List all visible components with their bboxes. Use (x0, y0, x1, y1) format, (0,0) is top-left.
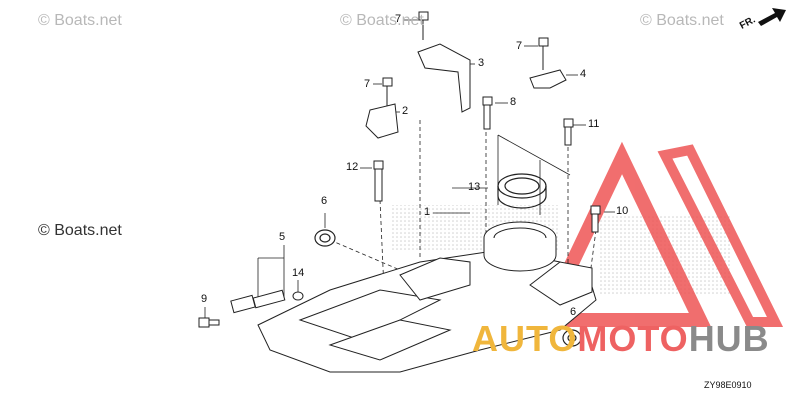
callout-11: 11 (588, 118, 600, 130)
oil-seal-13 (497, 173, 547, 209)
callout-8: 8 (510, 96, 517, 108)
brand-triangle-logo (533, 141, 784, 327)
callout-9: 9 (201, 293, 208, 305)
callout-5: 5 (279, 231, 286, 243)
watermark-text: © Boats.net (640, 12, 724, 29)
watermark-text: © Boats.net (38, 12, 122, 29)
brand-part-3: HUB (688, 318, 770, 359)
callout-3: 3 (478, 57, 485, 69)
grommet-6 (562, 329, 582, 347)
diagram-code: ZY98E0910 (704, 380, 752, 390)
watermark-text: © Boats.net (340, 12, 424, 29)
grommet-6 (314, 229, 336, 247)
watermark-text: © Boats.net (38, 222, 122, 239)
mount-plate-1 (257, 221, 597, 373)
callout-2: 2 (402, 105, 409, 117)
brand-watermark: AUTOMOTOHUB (472, 318, 770, 360)
brand-part-1: AUTO (472, 318, 578, 359)
bolts (198, 11, 601, 328)
callout-14: 14 (292, 267, 305, 279)
bracket-3 (417, 43, 471, 113)
bracket-4 (529, 69, 567, 89)
callout-6: 6 (570, 306, 577, 318)
callout-12: 12 (346, 161, 359, 173)
callout-6: 6 (321, 195, 328, 207)
callout-4: 4 (580, 68, 587, 80)
callout-7: 7 (364, 78, 371, 90)
callout-7: 7 (516, 40, 523, 52)
callout-13: 13 (468, 181, 481, 193)
bracket-2 (365, 103, 399, 139)
callout-10: 10 (616, 205, 629, 217)
callout-1: 1 (424, 206, 431, 218)
brand-part-2: MOTO (577, 318, 689, 359)
o-ring-14 (292, 291, 304, 301)
sensor-5 (230, 289, 286, 314)
callout-7: 7 (395, 13, 402, 25)
